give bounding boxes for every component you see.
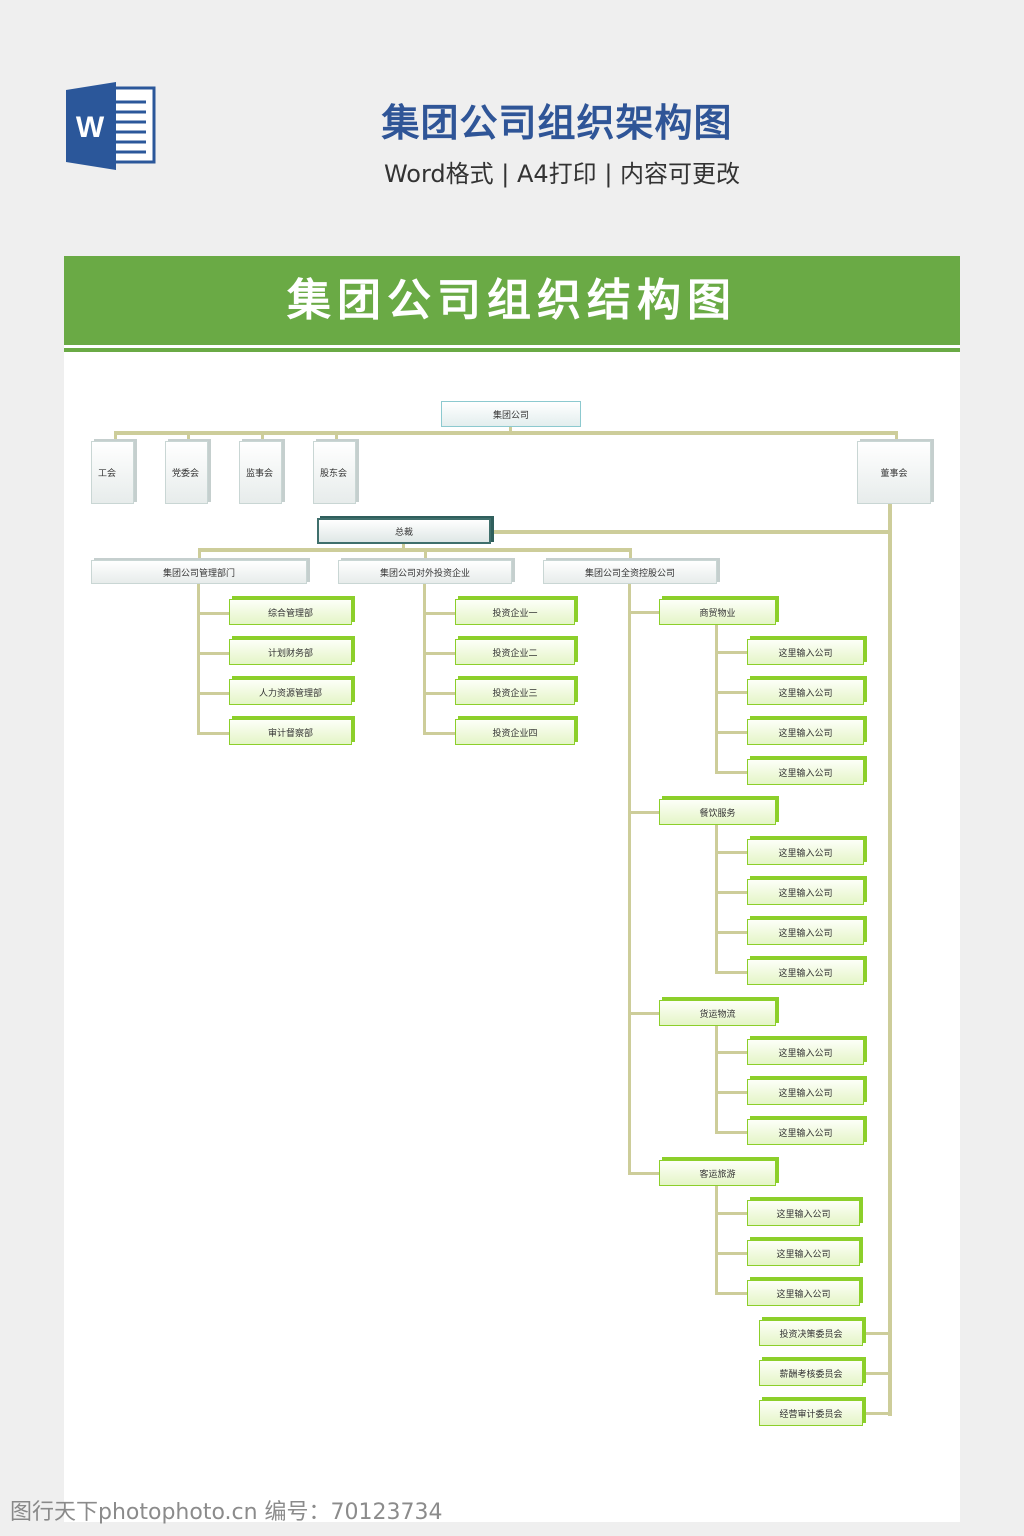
- investment-node[interactable]: 投资企业四: [455, 719, 575, 745]
- committee-node[interactable]: 经营审计委员会: [759, 1400, 863, 1426]
- svg-text:W: W: [76, 111, 105, 144]
- division-node[interactable]: 集团公司管理部门: [91, 560, 307, 584]
- holding-category-node[interactable]: 货运物流: [659, 1000, 776, 1026]
- connector-line: [628, 1172, 659, 1175]
- company-node[interactable]: 这里输入公司: [747, 1280, 860, 1306]
- connector-line: [197, 612, 229, 615]
- connector-line: [114, 431, 117, 441]
- connector-line: [715, 971, 747, 974]
- company-node[interactable]: 这里输入公司: [747, 959, 864, 985]
- connector-line: [335, 431, 338, 441]
- management-dept-node[interactable]: 综合管理部: [229, 599, 352, 625]
- connector-line: [863, 1412, 890, 1415]
- connector-line: [628, 611, 659, 614]
- company-node[interactable]: 这里输入公司: [747, 679, 864, 705]
- connector-line: [423, 652, 455, 655]
- banner-divider: [64, 348, 960, 352]
- management-dept-node[interactable]: 审计督察部: [229, 719, 352, 745]
- company-node[interactable]: 这里输入公司: [747, 1119, 864, 1145]
- side-node[interactable]: 党委会: [165, 441, 208, 504]
- connector-line: [863, 1372, 890, 1375]
- side-node[interactable]: 股东会: [313, 441, 356, 504]
- investment-node[interactable]: 投资企业二: [455, 639, 575, 665]
- management-dept-node[interactable]: 计划财务部: [229, 639, 352, 665]
- connector-line: [715, 1212, 747, 1215]
- committee-node[interactable]: 投资决策委员会: [759, 1320, 863, 1346]
- connector-line: [715, 1026, 718, 1134]
- board-node[interactable]: 董事会: [857, 441, 931, 504]
- connector-line: [715, 731, 747, 734]
- connector-line: [628, 584, 631, 1175]
- connector-line: [715, 1051, 747, 1054]
- connector-line: [629, 548, 632, 560]
- holding-category-node[interactable]: 客运旅游: [659, 1160, 776, 1186]
- connector-line: [715, 1091, 747, 1094]
- connector-line: [198, 548, 201, 560]
- connector-line: [715, 931, 747, 934]
- company-node[interactable]: 这里输入公司: [747, 1200, 860, 1226]
- company-node[interactable]: 这里输入公司: [747, 639, 864, 665]
- connector-line: [715, 825, 718, 974]
- connector-line: [715, 691, 747, 694]
- holding-category-node[interactable]: 商贸物业: [659, 599, 776, 625]
- connector-line: [715, 625, 718, 774]
- document-subtitle: Word格式 | A4打印 | 内容可更改: [383, 160, 741, 188]
- connector-line: [715, 1292, 747, 1295]
- connector-line: [261, 431, 264, 441]
- connector-line: [187, 431, 190, 441]
- investment-node[interactable]: 投资企业三: [455, 679, 575, 705]
- connector-line: [715, 851, 747, 854]
- company-node[interactable]: 这里输入公司: [747, 879, 864, 905]
- connector-line: [715, 651, 747, 654]
- division-node[interactable]: 集团公司对外投资企业: [338, 560, 512, 584]
- connector-line: [197, 584, 200, 735]
- connector-line: [197, 732, 229, 735]
- company-node[interactable]: 这里输入公司: [747, 919, 864, 945]
- company-node[interactable]: 这里输入公司: [747, 839, 864, 865]
- connector-line: [197, 692, 229, 695]
- investment-node[interactable]: 投资企业一: [455, 599, 575, 625]
- company-node[interactable]: 这里输入公司: [747, 1240, 860, 1266]
- connector-line: [423, 612, 455, 615]
- document-title: 集团公司组织架构图: [381, 101, 733, 145]
- word-icon: W: [66, 82, 156, 170]
- company-node[interactable]: 这里输入公司: [747, 759, 864, 785]
- connector-line: [715, 1131, 747, 1134]
- connector-line: [715, 1252, 747, 1255]
- connector-line: [114, 431, 898, 435]
- company-node[interactable]: 这里输入公司: [747, 1079, 864, 1105]
- company-node[interactable]: 这里输入公司: [747, 1039, 864, 1065]
- connector-line: [509, 427, 512, 433]
- connector-line: [895, 431, 898, 441]
- connector-line: [423, 732, 455, 735]
- connector-line: [628, 1012, 659, 1015]
- connector-line: [863, 1332, 890, 1335]
- connector-line: [491, 530, 890, 534]
- connector-line: [888, 504, 892, 1416]
- connector-line: [402, 544, 405, 550]
- connector-line: [423, 584, 426, 735]
- ceo-node[interactable]: 总裁: [317, 518, 491, 544]
- holding-category-node[interactable]: 餐饮服务: [659, 799, 776, 825]
- connector-line: [715, 771, 747, 774]
- root-node-group-company[interactable]: 集团公司: [441, 401, 581, 427]
- committee-node[interactable]: 薪酬考核委员会: [759, 1360, 863, 1386]
- connector-line: [715, 891, 747, 894]
- side-node[interactable]: 工会: [91, 441, 134, 504]
- side-node[interactable]: 监事会: [239, 441, 282, 504]
- connector-line: [197, 652, 229, 655]
- banner-title: 集团公司组织结构图: [64, 256, 960, 345]
- watermark: 图行天下photophoto.cn 编号：70123734: [10, 1500, 443, 1525]
- division-node[interactable]: 集团公司全资控股公司: [543, 560, 717, 584]
- management-dept-node[interactable]: 人力资源管理部: [229, 679, 352, 705]
- connector-line: [423, 692, 455, 695]
- connector-line: [715, 1186, 718, 1295]
- connector-line: [198, 548, 632, 552]
- company-node[interactable]: 这里输入公司: [747, 719, 864, 745]
- connector-line: [628, 811, 659, 814]
- connector-line: [424, 548, 427, 560]
